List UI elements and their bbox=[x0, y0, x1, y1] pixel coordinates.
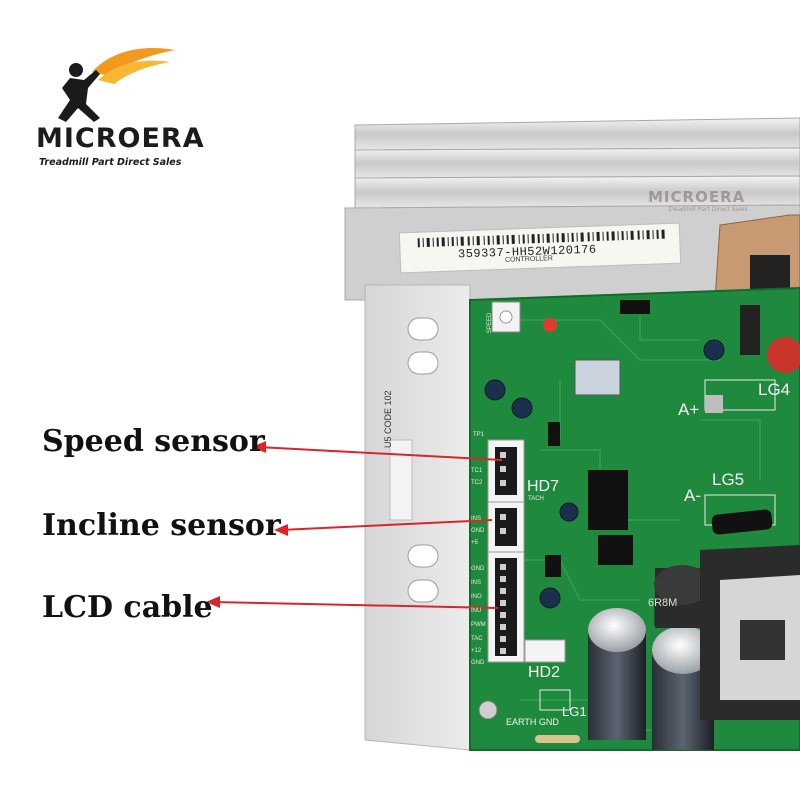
pin-label: PWM bbox=[471, 622, 486, 628]
label-a-plus: A+ bbox=[678, 400, 700, 419]
pin-label: GND bbox=[471, 528, 485, 534]
label-speed: SPEED bbox=[487, 312, 494, 334]
speed-sensor-connector bbox=[487, 439, 525, 503]
power-module bbox=[714, 214, 800, 301]
pin-label: GND bbox=[471, 566, 485, 572]
watermark-tagline: Treadmill Part Direct Sales bbox=[668, 206, 748, 213]
pin-label: +5 bbox=[471, 540, 478, 546]
pin-label: INS bbox=[471, 580, 482, 586]
label-tp1: TP1 bbox=[473, 432, 485, 438]
callout-incline-sensor: Incline sensor bbox=[42, 508, 281, 543]
logo-runner-icon bbox=[58, 48, 175, 122]
label-hd2: HD2 bbox=[528, 664, 561, 681]
logo-tagline: Treadmill Part Direct Sales bbox=[39, 157, 182, 168]
heatsink-bracket bbox=[700, 545, 800, 720]
label-inductor: 6R8M bbox=[648, 597, 678, 609]
small-components bbox=[478, 300, 800, 743]
pin-label: INO bbox=[471, 594, 482, 600]
pin-label: TC1 bbox=[471, 468, 483, 474]
pin-label: +12 bbox=[471, 648, 482, 654]
label-earth-gnd: EARTH GND bbox=[506, 717, 559, 727]
callout-arrows bbox=[206, 441, 503, 609]
pin-label: GND bbox=[471, 660, 485, 666]
incline-sensor-connector bbox=[487, 501, 525, 553]
logo-brand: MICROERA bbox=[36, 123, 205, 154]
pin-label: TAC bbox=[471, 636, 483, 642]
heatsink bbox=[344, 117, 800, 751]
label-a-minus: A- bbox=[684, 486, 701, 505]
watermark-brand: MICROERA bbox=[648, 188, 746, 206]
case-code-label: U5 CODE 102 bbox=[383, 390, 393, 448]
pin-label: TC2 bbox=[471, 480, 483, 486]
pin-label: INS bbox=[471, 516, 482, 522]
logo: MICROERA Treadmill Part Direct Sales bbox=[36, 38, 206, 168]
label-lg5: LG5 bbox=[712, 470, 745, 489]
callout-speed-sensor: Speed sensor bbox=[42, 424, 265, 459]
label-lg4: LG4 bbox=[758, 380, 791, 399]
label-hd7: HD7 bbox=[527, 478, 560, 495]
callout-lcd-cable: LCD cable bbox=[42, 590, 213, 625]
label-lg1: LG1 bbox=[562, 704, 587, 719]
pin-label: INU bbox=[471, 608, 482, 614]
hd2-connector bbox=[524, 639, 566, 663]
serial-sticker bbox=[398, 222, 682, 274]
label-tach: TACH bbox=[528, 496, 544, 502]
